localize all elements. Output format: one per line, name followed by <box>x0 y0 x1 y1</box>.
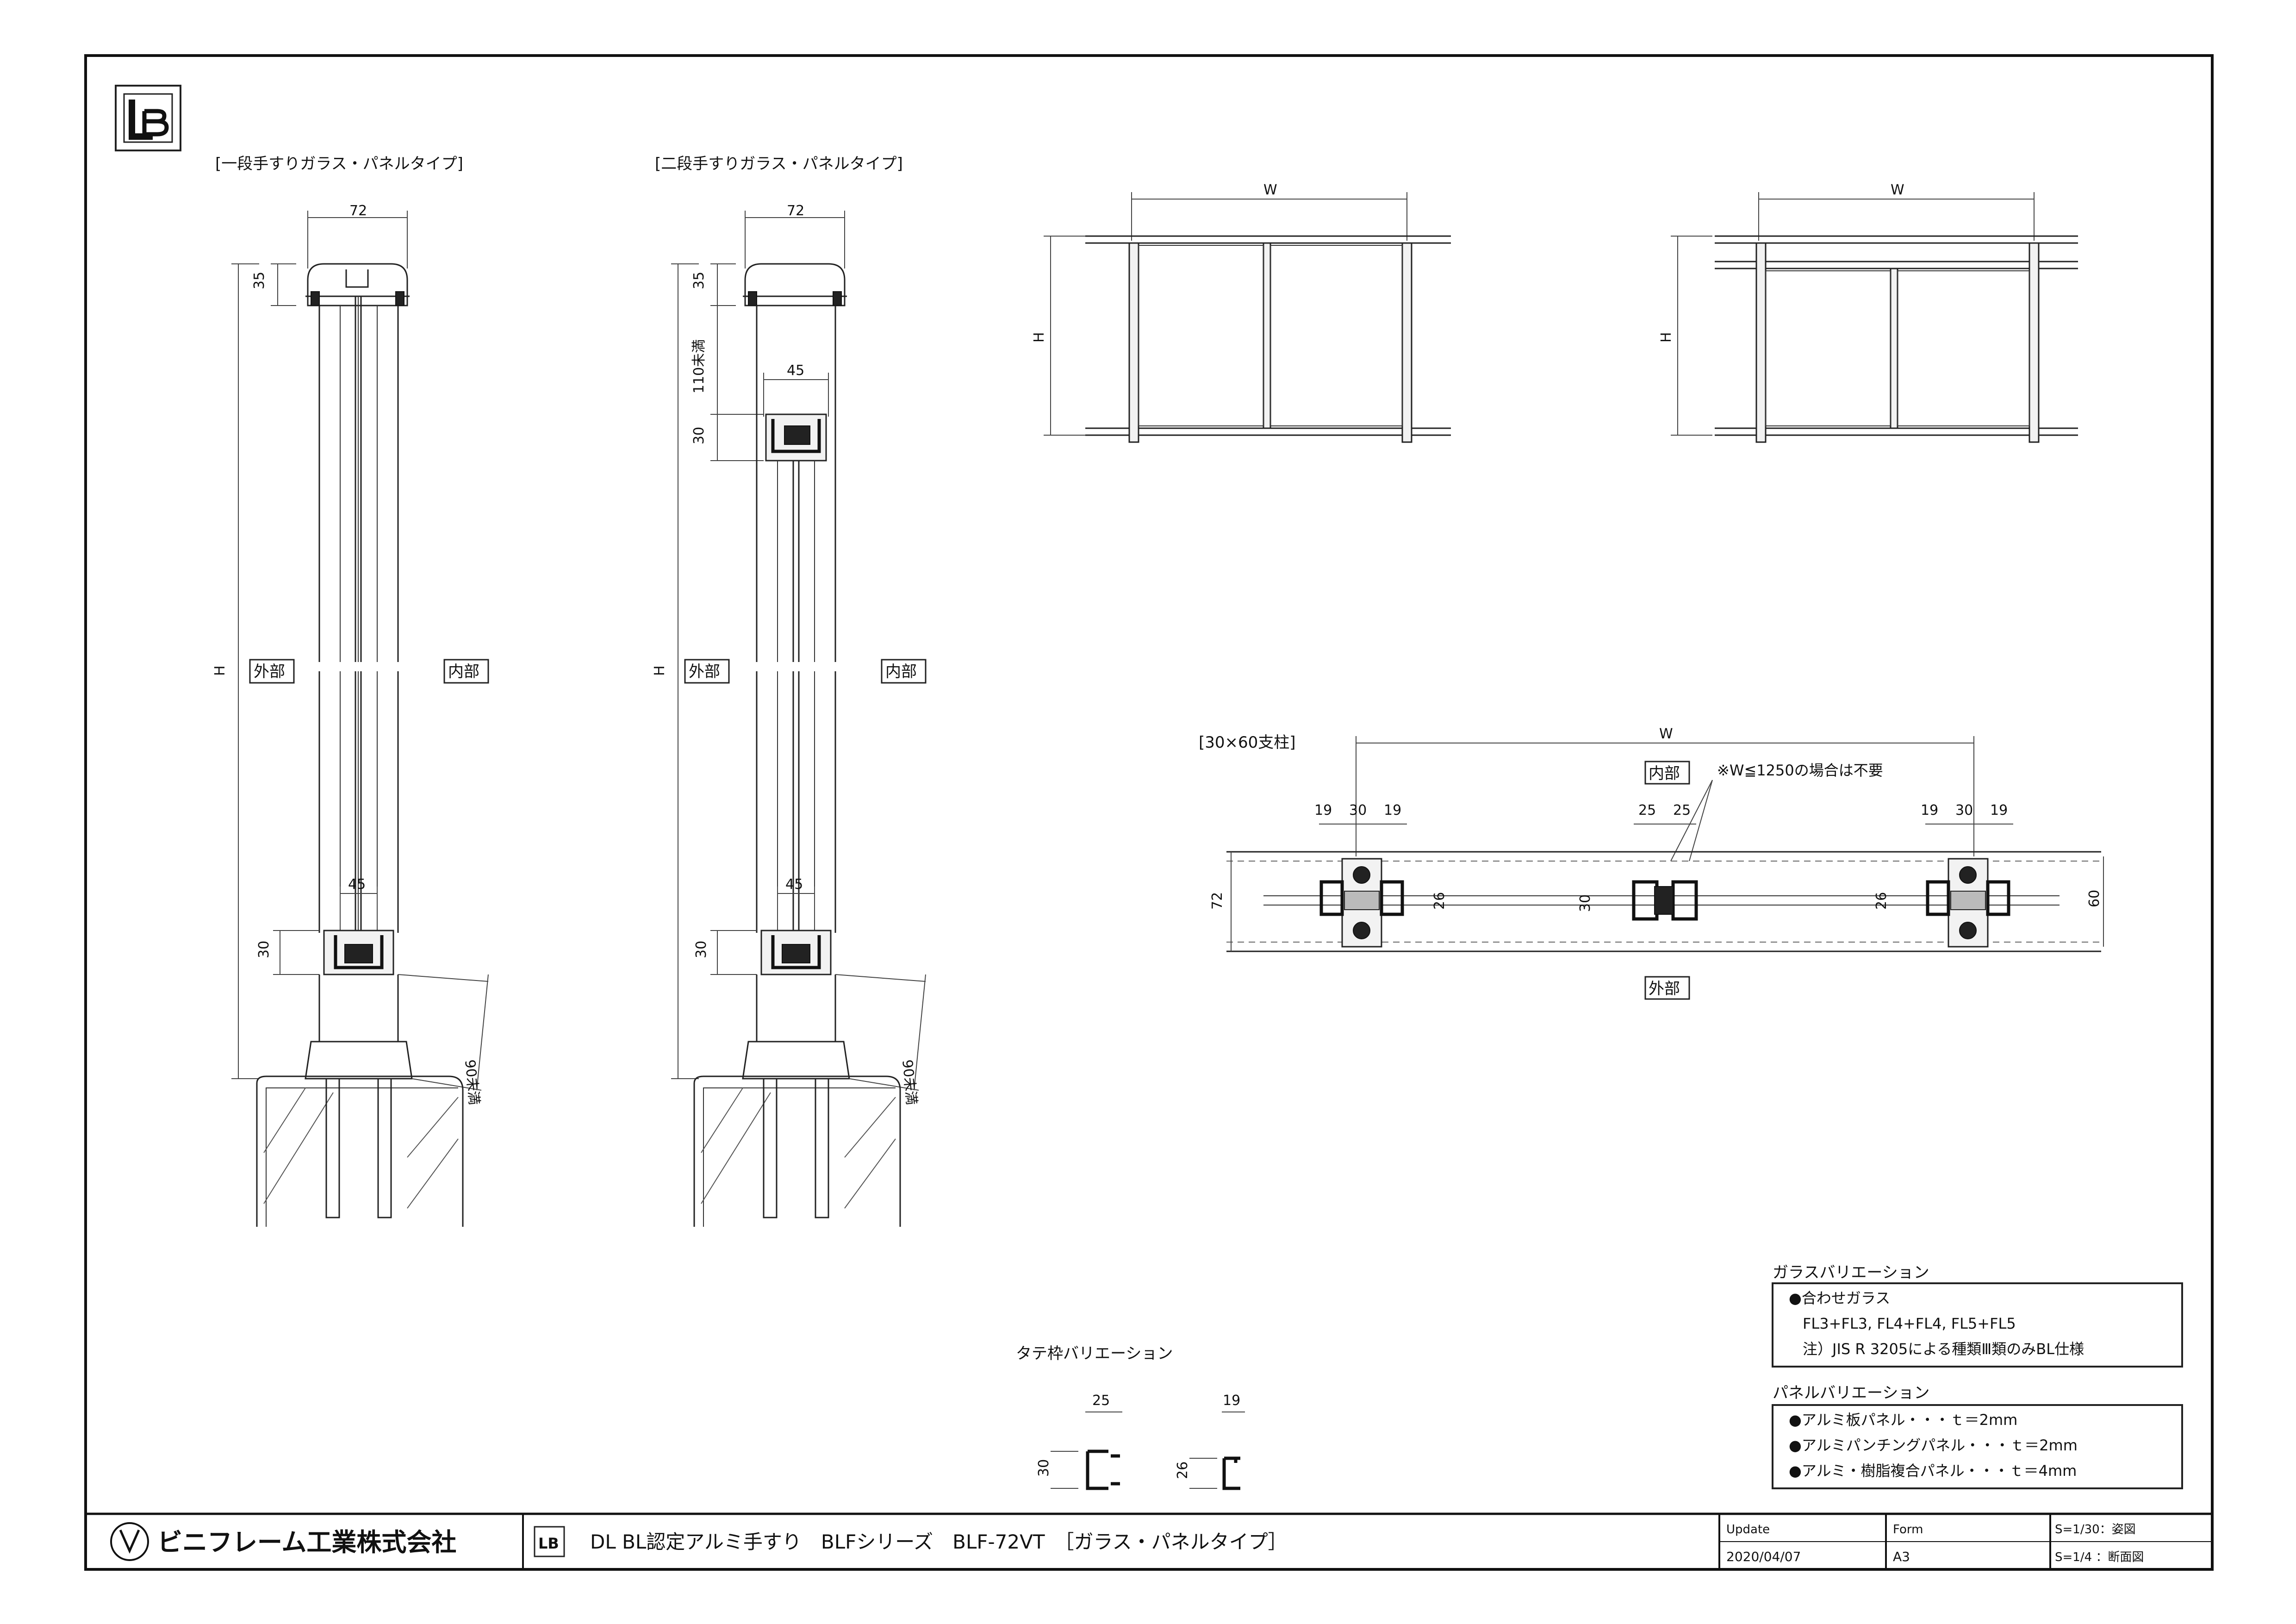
dim-19-right-a: 19 <box>1921 802 1938 818</box>
label-inside-section: 内部 <box>1649 764 1680 783</box>
label-outside-double: 外部 <box>689 662 720 681</box>
panel-line-3: ●アルミ・樹脂複合パネル・・・ｔ＝4mm <box>1789 1462 2077 1480</box>
dim-W-frame1: W <box>1263 182 1277 198</box>
single-frame-elevation: W H <box>1031 182 1451 443</box>
dim-19-right-b: 19 <box>1990 802 2008 818</box>
glass-line-3: 注）JIS R 3205による種類Ⅲ類のみBL仕様 <box>1803 1340 2084 1358</box>
dim-30-double-bottom: 30 <box>693 941 709 958</box>
section-title: [30×60支柱] <box>1199 733 1296 752</box>
dim-H-single: H <box>212 665 228 676</box>
dim-35-single: 35 <box>251 272 268 289</box>
update-value: 2020/04/07 <box>1726 1549 1801 1564</box>
glass-variations: ガラスバリエーション ●合わせガラス FL3+FL3, FL4+FL4, FL5… <box>1772 1263 2183 1368</box>
dim-25-mid-b: 25 <box>1673 802 1691 818</box>
glass-box <box>1772 1282 2183 1368</box>
single-rail-title: [一段手すりガラス・パネルタイプ] <box>215 155 463 173</box>
company-name: ビニフレーム工業株式会社 <box>157 1528 456 1557</box>
mullion-title: タテ枠バリエーション <box>1016 1344 1173 1363</box>
section-note: ※W≦1250の場合は不要 <box>1717 762 1883 779</box>
dim-72-single: 72 <box>349 203 367 219</box>
dim-45-double-bottom: 45 <box>785 876 803 893</box>
mullion-w25: 25 <box>1092 1393 1110 1409</box>
title-lb-letters: LB <box>538 1535 559 1552</box>
drawing-title: DL BL認定アルミ手すり BLFシリーズ BLF-72VT ［ガラス・パネルタ… <box>590 1530 1288 1553</box>
dim-H-double: H <box>652 665 668 676</box>
dim-19-left-a: 19 <box>1314 802 1332 818</box>
dim-110-double: 110未満 <box>691 339 707 394</box>
dim-30-left: 30 <box>1349 802 1367 818</box>
mullion-h26: 26 <box>1175 1462 1191 1479</box>
double-rail-title: [二段手すりガラス・パネルタイプ] <box>655 155 903 173</box>
dim-25-mid-a: 25 <box>1638 802 1656 818</box>
dim-H-frame1: H <box>1031 332 1047 343</box>
double-frame-elevation: W H <box>1658 182 2078 443</box>
dim-72-section: 72 <box>1209 892 1226 910</box>
dim-26-right: 26 <box>1873 892 1890 910</box>
form-label: Form <box>1893 1523 1923 1537</box>
form-value: A3 <box>1893 1549 1910 1564</box>
dim-19-left-b: 19 <box>1384 802 1401 818</box>
update-label: Update <box>1726 1523 1770 1537</box>
glass-title: ガラスバリエーション <box>1773 1263 1929 1282</box>
dim-30-mid: 30 <box>1577 894 1593 912</box>
label-inside-single: 内部 <box>448 662 479 681</box>
mullion-h30: 30 <box>1036 1459 1052 1477</box>
title-lb-logo <box>534 1526 565 1557</box>
dim-60-section: 60 <box>2086 890 2103 907</box>
dim-26-left: 26 <box>1431 892 1448 910</box>
panel-line-2: ●アルミパンチングパネル・・・ｔ＝2mm <box>1789 1437 2078 1454</box>
sheet-border <box>84 54 2214 1571</box>
dim-72-double: 72 <box>787 203 804 219</box>
panel-title: パネルバリエーション <box>1773 1384 1929 1402</box>
dim-30-single: 30 <box>256 941 272 958</box>
dim-W-frame2: W <box>1891 182 1904 198</box>
post-plan-section: [30×60支柱] W 内部 ※W≦1250の場合は不要 <box>1199 726 2104 1000</box>
panel-variations: パネルバリエーション ●アルミ板パネル・・・ｔ＝2mm ●アルミパンチングパネル… <box>1772 1384 2183 1489</box>
single-rail-elevation: [一段手すりガラス・パネルタイプ] 72 35 H <box>212 155 489 1227</box>
dim-45-double-top: 45 <box>787 362 804 379</box>
mullion-w19: 19 <box>1223 1393 1240 1409</box>
lb-logo <box>115 85 181 151</box>
mullion-variations: タテ枠バリエーション 25 30 19 26 <box>1016 1344 1245 1490</box>
label-inside-double: 内部 <box>885 662 917 681</box>
dim-35-double: 35 <box>691 272 707 289</box>
glass-line-1: ●合わせガラス <box>1789 1289 1890 1307</box>
dim-H-frame2: H <box>1658 332 1674 343</box>
dim-30-right: 30 <box>1955 802 1973 818</box>
dim-45-single: 45 <box>348 876 366 893</box>
glass-line-2: FL3+FL3, FL4+FL4, FL5+FL5 <box>1803 1315 2016 1332</box>
scale-section: S=1/4 ：断面図 <box>2055 1550 2144 1564</box>
title-block: ビニフレーム工業株式会社 LB DL BL認定アルミ手すり BLFシリーズ BL… <box>86 1512 2212 1569</box>
scale-elevation: S=1/30：姿図 <box>2055 1523 2136 1537</box>
panel-line-1: ●アルミ板パネル・・・ｔ＝2mm <box>1789 1411 2017 1429</box>
company-emblem-icon <box>110 1522 149 1561</box>
label-outside-section: 外部 <box>1649 980 1680 998</box>
dim-30-double-top: 30 <box>691 427 707 444</box>
double-rail-elevation: [二段手すりガラス・パネルタイプ] 72 35 110未満 45 30 <box>652 155 927 1227</box>
label-outside-single: 外部 <box>254 662 285 681</box>
panel-box <box>1772 1404 2183 1489</box>
dim-W-section: W <box>1659 726 1673 742</box>
